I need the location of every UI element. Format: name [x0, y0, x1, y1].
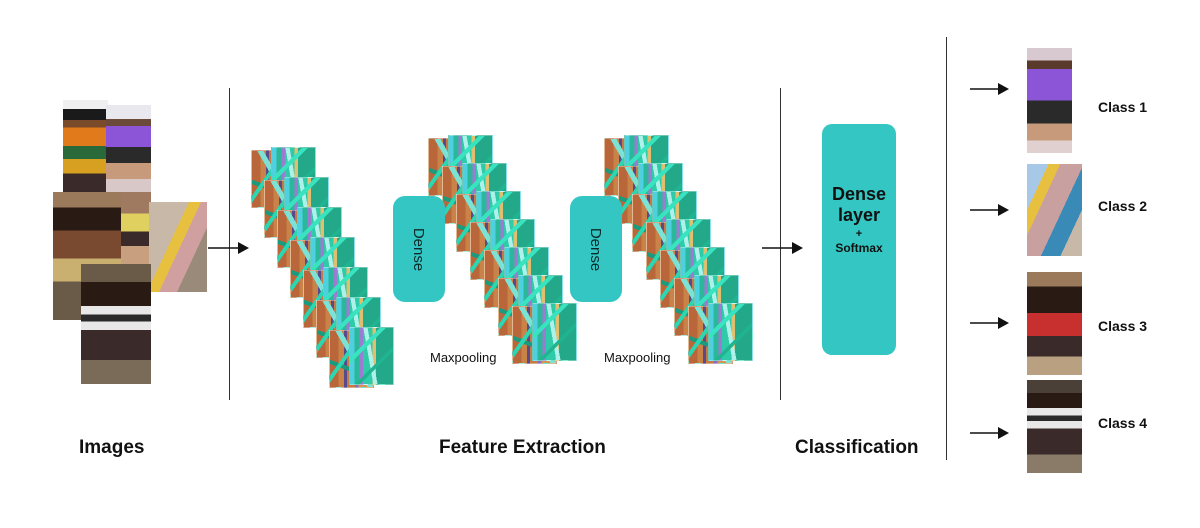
arrow-right-icon [970, 83, 1009, 95]
divider-left [229, 88, 230, 400]
class-label-2: Class 2 [1098, 198, 1148, 214]
output-image-class-4 [1027, 380, 1082, 473]
arrow-right-icon [208, 242, 249, 254]
feature-map [708, 303, 753, 361]
input-image-4 [121, 192, 151, 264]
arrow-right-icon [970, 317, 1009, 329]
class-label-1: Class 1 [1098, 99, 1148, 115]
divider-middle [780, 88, 781, 400]
input-image-1 [63, 100, 108, 192]
output-image-class-2 [1027, 164, 1082, 256]
section-title-images: Images [79, 437, 145, 458]
dense-block-1: Dense [393, 196, 445, 302]
class-label-4: Class 4 [1098, 415, 1148, 431]
section-title-feature-extraction: Feature Extraction [439, 437, 606, 458]
divider-right [946, 37, 947, 460]
arrow-right-icon [970, 427, 1009, 439]
class-label-3: Class 3 [1098, 318, 1148, 334]
input-image-6 [81, 264, 151, 384]
dense-block-label: Dense [410, 227, 428, 271]
section-title-classification: Classification [795, 437, 919, 458]
input-image-5 [149, 202, 207, 292]
output-image-class-1 [1027, 48, 1072, 153]
arrow-right-icon [970, 204, 1009, 216]
softmax-label: Softmax [835, 241, 883, 255]
plus-sign: + [855, 228, 863, 240]
arrow-right-icon [762, 242, 803, 254]
dense-layer-title: Dense layer [831, 184, 887, 225]
feature-map [349, 327, 394, 385]
input-image-2 [106, 105, 151, 193]
dense-block-2: Dense [570, 196, 622, 302]
output-image-class-3 [1027, 272, 1082, 375]
maxpooling-label-1: Maxpooling [430, 350, 497, 365]
feature-map [532, 303, 577, 361]
dense-softmax-block: Dense layer + Softmax [822, 124, 896, 355]
dense-block-label: Dense [587, 227, 605, 271]
maxpooling-label-2: Maxpooling [604, 350, 671, 365]
